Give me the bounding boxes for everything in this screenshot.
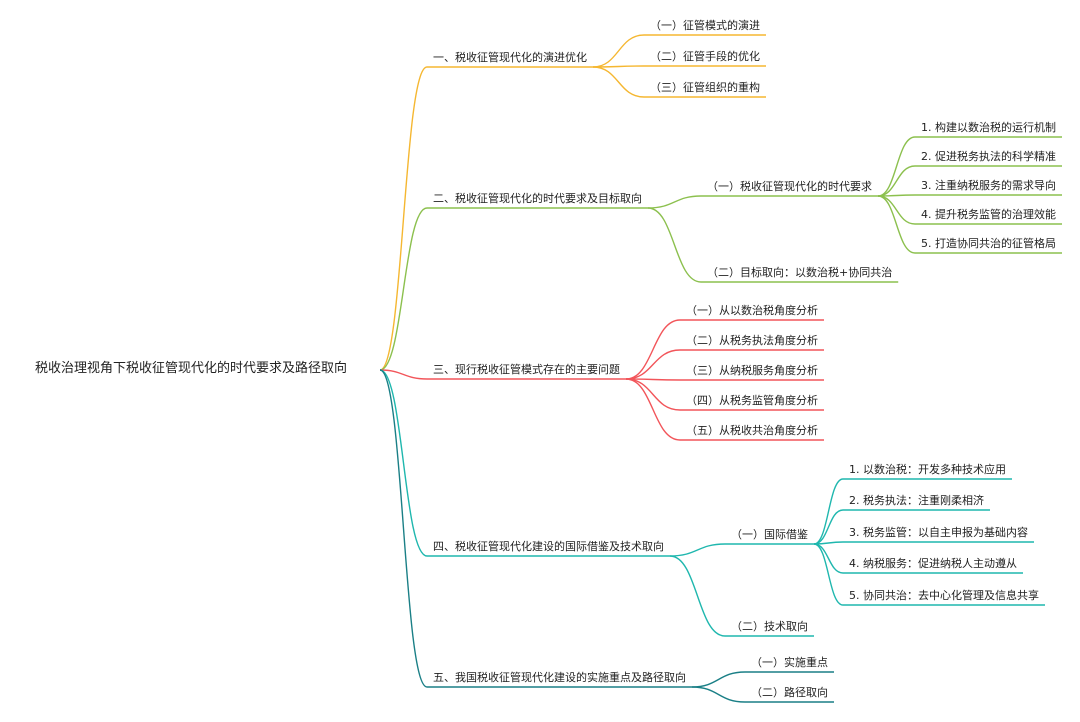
leaf-2-1-4[interactable]: 4. 提升税务监管的治理效能 <box>921 208 1056 221</box>
subtopic-3-4[interactable]: （四）从税务监管角度分析 <box>686 394 818 407</box>
branch-connector <box>625 378 681 441</box>
branch-connector <box>379 369 428 557</box>
subtopic-1-3[interactable]: （三）征管组织的重构 <box>650 81 760 94</box>
leaf-4-1-4[interactable]: 4. 纳税服务：促进纳税人主动遵从 <box>849 557 1017 570</box>
branch-topic-4[interactable]: 四、税收征管现代化建设的国际借鉴及技术取向 <box>433 540 664 553</box>
subtopic-5-1[interactable]: （一）实施重点 <box>751 656 828 669</box>
branch-connector <box>592 66 645 98</box>
root-topic[interactable]: 税收治理视角下税收征管现代化的时代要求及路径取向 <box>35 361 348 376</box>
leaf-2-1-1[interactable]: 1. 构建以数治税的运行机制 <box>921 121 1056 134</box>
branch-topic-2[interactable]: 二、税收征管现代化的时代要求及目标取向 <box>433 192 642 205</box>
branch-connector <box>813 478 844 545</box>
branch-connector <box>877 195 916 254</box>
subtopic-2-1[interactable]: （一）税收征管现代化的时代要求 <box>707 180 872 193</box>
leaf-2-1-3[interactable]: 3. 注重纳税服务的需求导向 <box>921 179 1056 192</box>
branch-connector <box>625 349 681 380</box>
subtopic-2-2[interactable]: （二）目标取向：以数治税+协同共治 <box>707 266 893 279</box>
branch-connector <box>691 671 746 688</box>
leaf-4-1-1[interactable]: 1. 以数治税：开发多种技术应用 <box>849 463 1006 476</box>
branch-connector <box>813 543 844 574</box>
branch-connector <box>379 369 428 688</box>
subtopic-4-1[interactable]: （一）国际借鉴 <box>731 528 808 541</box>
branch-connector <box>813 543 844 606</box>
branch-connector <box>625 378 681 411</box>
branch-connector <box>669 543 726 557</box>
branch-connector <box>379 369 428 380</box>
leaf-2-1-5[interactable]: 5. 打造协同共治的征管格局 <box>921 237 1056 250</box>
subtopic-1-2[interactable]: （二）征管手段的优化 <box>650 50 760 63</box>
branch-connector <box>813 509 844 545</box>
branch-topic-3[interactable]: 三、现行税收征管模式存在的主要问题 <box>433 363 620 376</box>
branch-topic-1[interactable]: 一、税收征管现代化的演进优化 <box>433 51 587 64</box>
leaf-4-1-2[interactable]: 2. 税务执法：注重刚柔相济 <box>849 494 984 507</box>
subtopic-3-2[interactable]: （二）从税务执法角度分析 <box>686 334 818 347</box>
subtopic-3-1[interactable]: （一）从以数治税角度分析 <box>686 304 818 317</box>
leaf-2-1-2[interactable]: 2. 促进税务执法的科学精准 <box>921 150 1056 163</box>
branch-connector <box>379 207 428 371</box>
branch-connector <box>625 319 681 380</box>
branch-connector <box>647 195 702 209</box>
leaf-4-1-3[interactable]: 3. 税务监管：以自主申报为基础内容 <box>849 526 1028 539</box>
branch-connector <box>877 165 916 197</box>
branch-connector <box>877 195 916 225</box>
subtopic-5-2[interactable]: （二）路径取向 <box>751 686 828 699</box>
subtopic-3-5[interactable]: （五）从税收共治角度分析 <box>686 424 818 437</box>
subtopic-4-2[interactable]: （二）技术取向 <box>731 620 808 633</box>
branch-connector <box>379 66 428 371</box>
leaf-4-1-5[interactable]: 5. 协同共治：去中心化管理及信息共享 <box>849 589 1039 602</box>
branch-connector <box>691 686 746 703</box>
subtopic-1-1[interactable]: （一）征管模式的演进 <box>650 19 760 32</box>
branch-connector <box>592 34 645 68</box>
branch-topic-5[interactable]: 五、我国税收征管现代化建设的实施重点及路径取向 <box>433 671 686 684</box>
branch-connector <box>647 207 702 283</box>
subtopic-3-3[interactable]: （三）从纳税服务角度分析 <box>686 364 818 377</box>
branch-connector <box>669 555 726 637</box>
branch-connector <box>877 136 916 197</box>
